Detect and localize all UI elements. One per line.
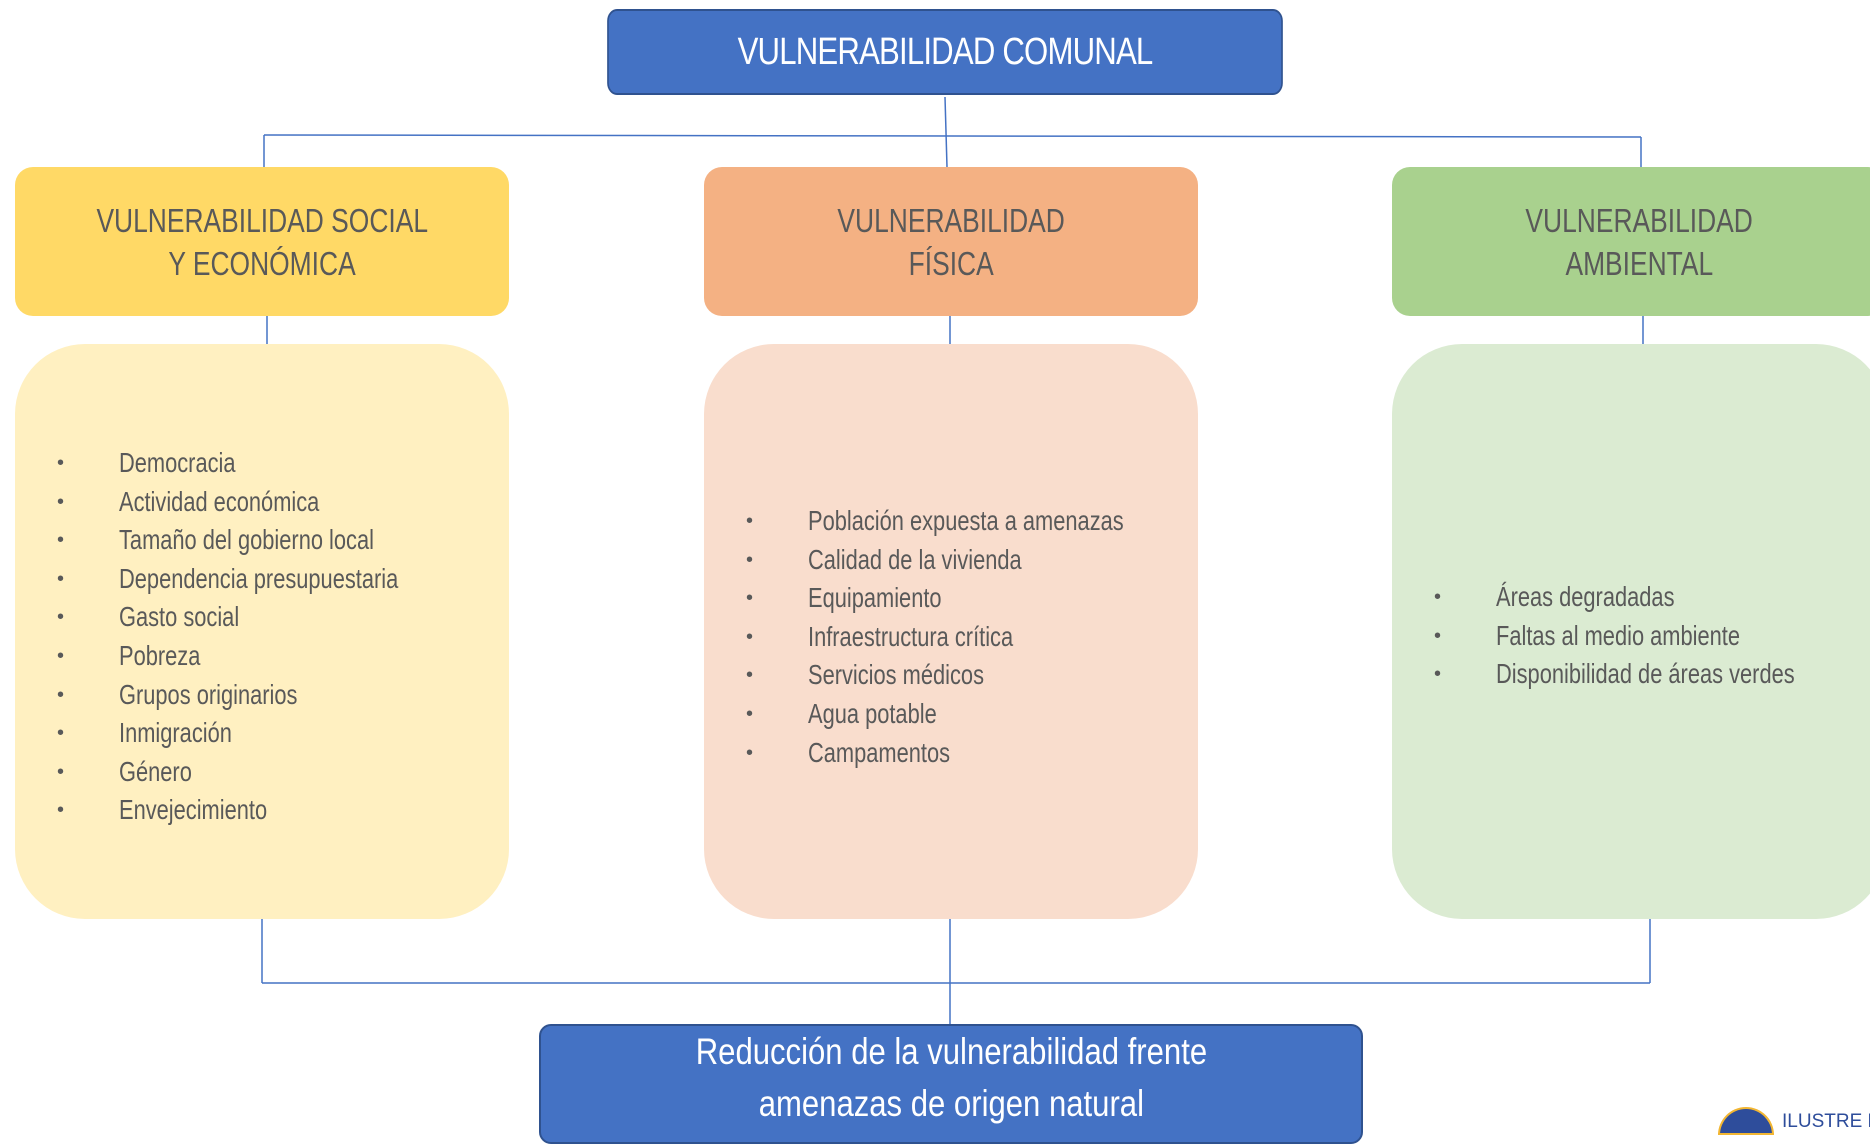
bullet-icon: •: [1434, 663, 1442, 686]
list-item: •Dependencia presupuestaria: [15, 560, 477, 599]
list-item: •Pobreza: [15, 637, 477, 676]
connector-title-down: [944, 96, 948, 168]
category-ambiental-title-line-2: AMBIENTAL: [1565, 244, 1713, 282]
bullet-icon: •: [746, 587, 754, 610]
list-item: •Inmigración: [15, 714, 477, 753]
list-item: •Población expuesta a amenazas: [704, 502, 1213, 541]
bullet-icon: •: [57, 452, 65, 474]
bullet-icon: •: [57, 722, 65, 745]
municipality-logo: ILUSTRE M: [1718, 1107, 1870, 1135]
connector-top-horizontal: [263, 134, 1642, 138]
category-ambiental-list: •Áreas degradadas •Faltas al medio ambie…: [1392, 578, 1870, 694]
result-text-line-2: amenazas de origen natural: [758, 1083, 1144, 1124]
category-ambiental-title-line-1: VULNERABILIDAD: [1525, 201, 1753, 239]
category-fisica-title-line-1: VULNERABILIDAD: [837, 201, 1065, 239]
bullet-icon: •: [57, 567, 65, 590]
result-text-line-1: Reducción de la vulnerabilidad frente: [695, 1031, 1207, 1072]
bullet-icon: •: [746, 510, 754, 532]
list-item: •Disponibilidad de áreas verdes: [1392, 655, 1870, 694]
list-item: •Campamentos: [704, 734, 1213, 773]
bullet-icon: •: [1434, 624, 1442, 647]
list-item: •Equipamiento: [704, 579, 1213, 618]
bullet-icon: •: [1434, 586, 1442, 608]
category-ambiental-body: •Áreas degradadas •Faltas al medio ambie…: [1392, 344, 1870, 919]
list-item: •Actividad económica: [15, 483, 477, 522]
category-ambiental-header: VULNERABILIDAD AMBIENTAL: [1392, 167, 1870, 316]
list-item: •Agua potable: [704, 695, 1213, 734]
category-social-header: VULNERABILIDAD SOCIAL Y ECONÓMICA: [15, 167, 509, 316]
municipal-seal-icon: [1718, 1107, 1774, 1135]
bullet-icon: •: [746, 741, 754, 764]
list-item: •Género: [15, 753, 477, 792]
list-item: •Faltas al medio ambiente: [1392, 617, 1870, 656]
category-social-title-line-1: VULNERABILIDAD SOCIAL: [96, 201, 428, 239]
list-item: •Calidad de la vivienda: [704, 541, 1213, 580]
category-social-list: •Democracia •Actividad económica •Tamaño…: [15, 444, 477, 830]
category-fisica-body: •Población expuesta a amenazas •Calidad …: [704, 344, 1198, 919]
list-item: •Infraestructura crítica: [704, 618, 1213, 657]
list-item: •Grupos originarios: [15, 676, 477, 715]
list-item: •Tamaño del gobierno local: [15, 521, 477, 560]
list-item: •Democracia: [15, 444, 477, 483]
diagram-title: VULNERABILIDAD COMUNAL: [737, 30, 1154, 73]
category-fisica-title-line-2: FÍSICA: [908, 244, 994, 282]
bullet-icon: •: [57, 644, 65, 667]
bullet-icon: •: [746, 625, 754, 648]
bullet-icon: •: [746, 702, 754, 725]
bullet-icon: •: [746, 664, 754, 687]
result-box: Reducción de la vulnerabilidad frente am…: [539, 1024, 1363, 1144]
bullet-icon: •: [746, 548, 754, 571]
bullet-icon: •: [57, 683, 65, 706]
category-social-title-line-2: Y ECONÓMICA: [168, 244, 356, 282]
bullet-icon: •: [57, 606, 65, 629]
category-social-body: •Democracia •Actividad económica •Tamaño…: [15, 344, 509, 919]
bullet-icon: •: [57, 760, 65, 783]
bullet-icon: •: [57, 490, 65, 513]
bullet-icon: •: [57, 799, 65, 822]
logo-text: ILUSTRE M: [1782, 1111, 1870, 1132]
list-item: •Áreas degradadas: [1392, 578, 1870, 617]
bullet-icon: •: [57, 529, 65, 552]
diagram-title-box: VULNERABILIDAD COMUNAL: [607, 9, 1283, 95]
list-item: •Servicios médicos: [704, 656, 1213, 695]
list-item: •Envejecimiento: [15, 791, 477, 830]
category-fisica-list: •Población expuesta a amenazas •Calidad …: [704, 502, 1213, 772]
list-item: •Gasto social: [15, 598, 477, 637]
category-fisica-header: VULNERABILIDAD FÍSICA: [704, 167, 1198, 316]
